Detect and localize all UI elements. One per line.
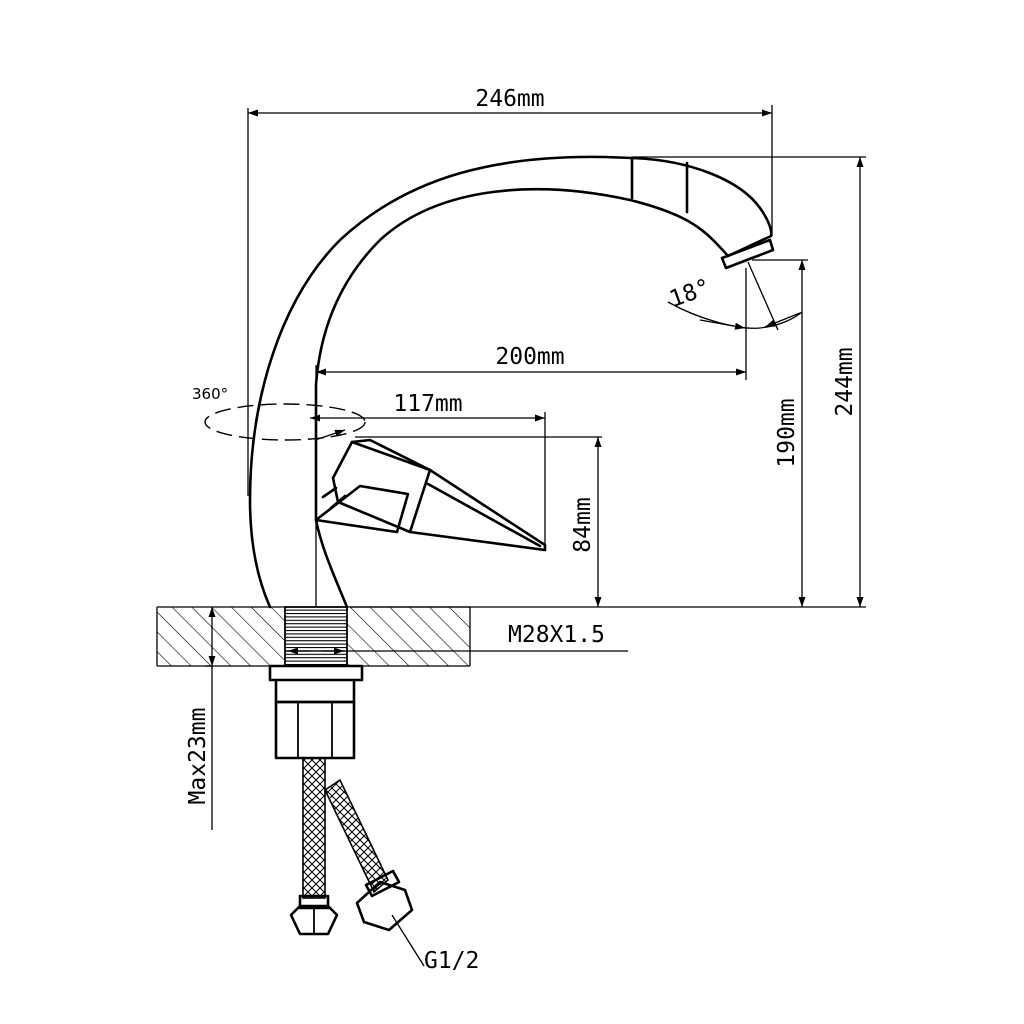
faucet-body bbox=[248, 155, 775, 609]
label-spout-reach: 200mm bbox=[495, 344, 564, 370]
label-overall-reach: 246mm bbox=[475, 86, 544, 112]
dimension-labels: 246mm 200mm 117mm M28X1.5 G1/2 360° 18° … bbox=[185, 86, 858, 974]
label-aerator-angle: 18° bbox=[666, 274, 714, 313]
mounting-nut bbox=[268, 664, 364, 760]
lever-handle bbox=[314, 438, 547, 552]
label-lever-length: 117mm bbox=[393, 391, 462, 417]
label-hose-connection: G1/2 bbox=[424, 948, 479, 974]
dimension-lines bbox=[205, 105, 866, 967]
label-thread: M28X1.5 bbox=[508, 622, 605, 648]
threaded-shank bbox=[284, 606, 348, 667]
label-max-counter: Max23mm bbox=[185, 708, 211, 805]
countertop-section bbox=[156, 606, 471, 667]
supply-hoses bbox=[289, 757, 414, 936]
label-lever-height: 84mm bbox=[570, 497, 596, 552]
label-spout-height: 190mm bbox=[774, 398, 800, 467]
swivel-indicator bbox=[204, 403, 366, 441]
label-overall-height: 244mm bbox=[832, 347, 858, 416]
label-swivel: 360° bbox=[192, 385, 228, 403]
